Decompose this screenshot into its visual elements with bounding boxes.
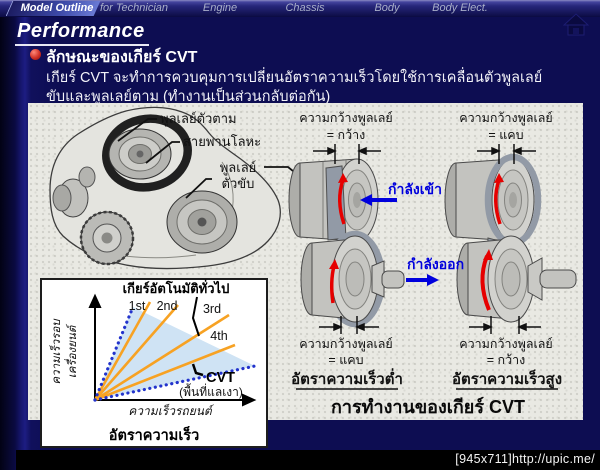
low-top-width-label: ความกว้างพูลเลย์	[299, 111, 393, 126]
gear-label-4th: 4th	[210, 329, 227, 343]
low-bottom-width-label: ความกว้างพูลเลย์	[299, 337, 393, 352]
body-text-line1: เกียร์ CVT จะทำการควบคุมการเปลี่ยนอัตราค…	[46, 70, 543, 86]
cvt-label: CVT	[206, 370, 235, 386]
low-speed-caption: อัตราความเร็วต่ำ	[291, 368, 403, 388]
annotation-line	[191, 296, 200, 337]
gear-label-2nd: 2nd	[157, 299, 178, 313]
tab-body[interactable]: Body	[374, 2, 400, 14]
home-icon[interactable]	[563, 13, 589, 37]
page-title: Performance	[15, 20, 149, 46]
tab-model-outline-label[interactable]: Model Outline	[20, 2, 94, 14]
tab-chassis[interactable]: Chassis	[285, 2, 325, 14]
tab-engine[interactable]: Engine	[202, 2, 238, 14]
ring-gear	[79, 210, 135, 266]
low-top-width-value: = กว้าง	[327, 128, 365, 142]
label-driven-pulley: พูลเลย์ตัวตาม	[160, 111, 237, 127]
chart-ylabel-line1: ความเร็วรอบ	[49, 318, 63, 385]
chart-ylabel-line2: เครื่องยนต์	[64, 323, 79, 378]
bevel-gears	[52, 166, 96, 218]
chart-axes	[88, 293, 257, 407]
label-metal-belt: สายพานโลหะ	[183, 134, 261, 149]
high-speed-caption: อัตราความเร็วสูง	[452, 369, 562, 389]
cvt-figure: พูลเลย์ตัวตาม สายพานโลหะ พูลเลย์ ตัวขับ	[49, 106, 577, 417]
label-drive-pulley-1: พูลเลย์	[220, 160, 257, 176]
drive-pulley-cutaway	[166, 190, 238, 254]
bullet-icon	[30, 49, 41, 60]
power-in-arrow-icon	[360, 194, 397, 206]
gear-label-3rd: 3rd	[203, 302, 221, 316]
footer-bar: [945x711]http://upic.me/	[16, 450, 600, 470]
chart-annotation-title: เกียร์อัตโนมัติทั่วไป	[123, 279, 230, 296]
watermark-text: [945x711]http://upic.me/	[455, 452, 595, 466]
driven-pulley-cutaway	[108, 128, 172, 180]
cvt-annotation-line	[191, 363, 204, 377]
label-drive-pulley-2: ตัวขับ	[222, 176, 255, 191]
body-text-line2: ขับและพูลเลย์ตาม (ทำงานเป็นส่วนกลับต่อกั…	[46, 89, 331, 105]
high-top-width-value: = แคบ	[488, 128, 523, 142]
section-heading: ลักษณะของเกียร์ CVT	[46, 49, 198, 66]
transmission-cutaway-illustration	[49, 106, 281, 270]
low-speed-pulley-set	[288, 158, 405, 328]
dimension-arrows	[313, 144, 541, 334]
rotation-arrow-icon	[480, 173, 504, 311]
high-bottom-width-value: = กว้าง	[487, 353, 525, 367]
high-bottom-width-label: ความกว้างพูลเลย์	[459, 337, 553, 352]
chart-xlabel: ความเร็วรถยนต์	[128, 403, 214, 418]
gear-label-1st: 1st	[129, 299, 146, 313]
tab-for-technician[interactable]: for Technician	[99, 2, 169, 14]
speed-ratio-chart: เกียร์อัตโนมัติทั่วไป 1st 2nd 3rd 4th CV…	[40, 278, 268, 448]
low-bottom-width-value: = แคบ	[328, 353, 363, 367]
cvt-note: (พื้นที่แลเงา)	[179, 383, 243, 399]
gear-ratio-lines	[93, 301, 236, 402]
power-out-label: กำลังออก	[407, 256, 464, 272]
figure-area: พูลเลย์ตัวตาม สายพานโลหะ พูลเลย์ ตัวขับ	[28, 103, 583, 420]
tab-body-elect[interactable]: Body Elect.	[432, 2, 488, 14]
power-in-label: กำลังเข้า	[388, 181, 442, 197]
high-speed-pulley-set	[444, 153, 577, 323]
cvt-limit-lines	[93, 305, 257, 402]
high-top-width-label: ความกว้างพูลเลย์	[459, 111, 553, 126]
nav-bar: Model Outline for Technician Engine Chas…	[0, 0, 600, 17]
metal-belt-loop	[102, 114, 192, 192]
rotation-arrow-icon	[329, 173, 348, 304]
main-figure-caption: การทำงานของเกียร์ CVT	[331, 396, 525, 417]
power-out-arrow-icon	[406, 274, 439, 286]
chart-caption: อัตราความเร็ว	[109, 425, 199, 444]
